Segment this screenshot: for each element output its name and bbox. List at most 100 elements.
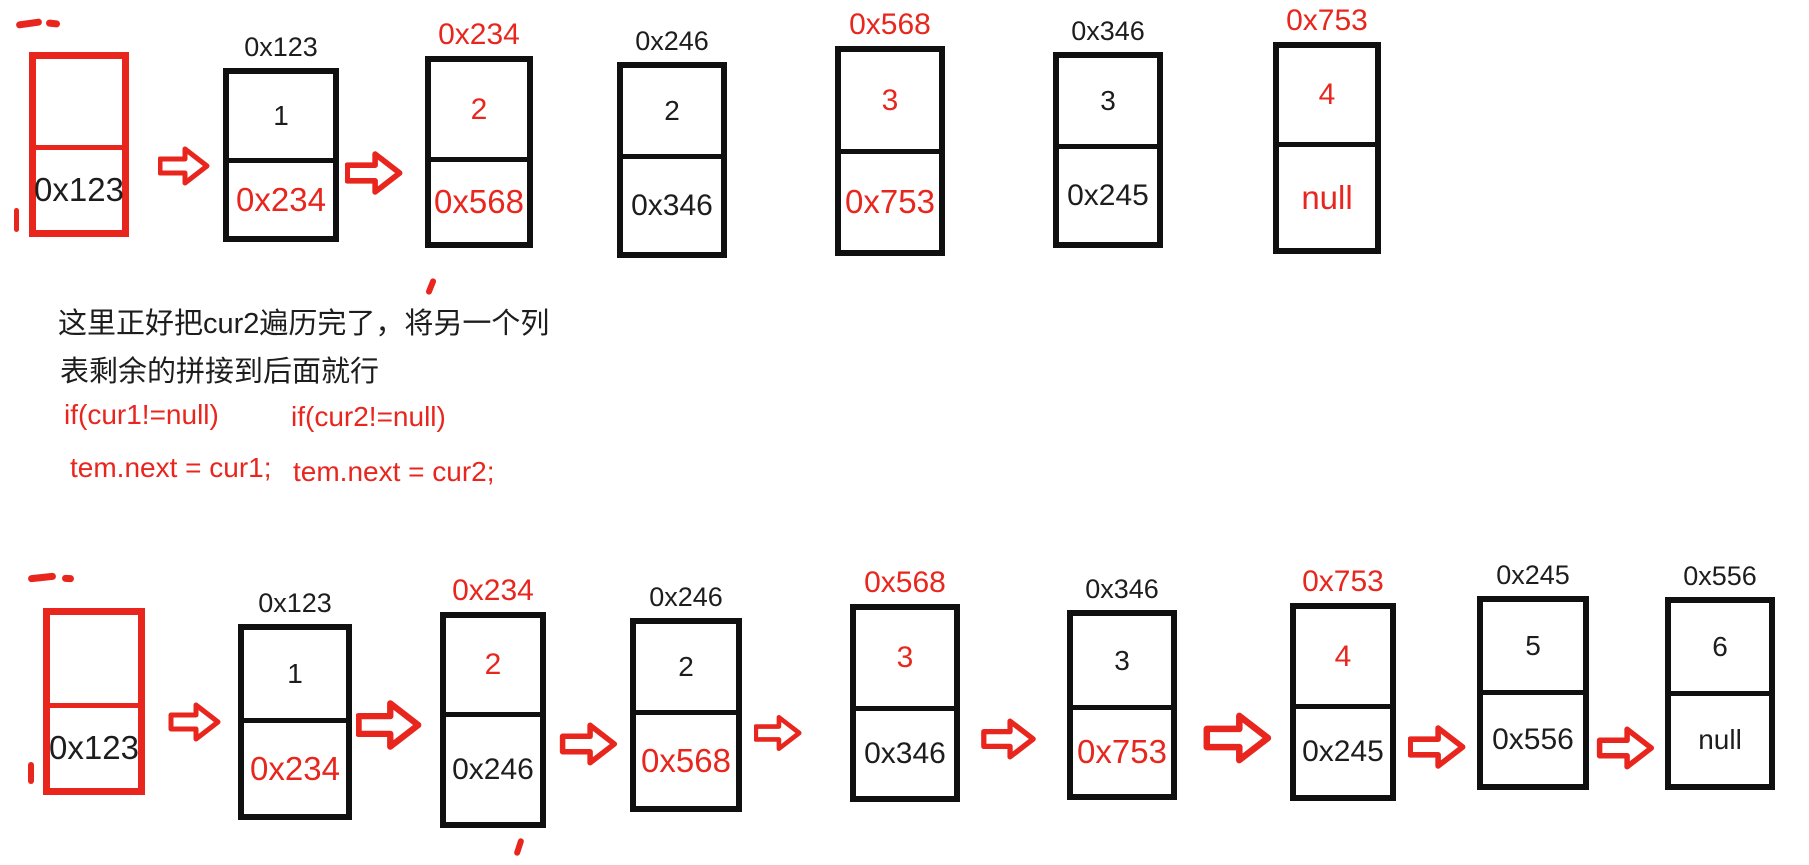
pen-tick xyxy=(28,762,34,784)
node-box: 3 0x245 xyxy=(1053,52,1163,248)
node-address: 0x246 xyxy=(649,582,723,612)
node-address: 0x234 xyxy=(438,18,520,51)
empty-cell xyxy=(36,59,122,145)
node-value: 3 xyxy=(881,83,899,117)
list-node: 0x246 2 0x346 xyxy=(617,26,727,258)
next-arrow-icon xyxy=(559,722,618,766)
list-node: 0x123 1 0x234 xyxy=(238,588,352,820)
node-box: 1 0x234 xyxy=(223,68,339,242)
node-box: 3 0x753 xyxy=(1067,610,1177,800)
node-value: 1 xyxy=(273,100,289,131)
next-arrow-icon xyxy=(356,700,422,750)
list-node: 0x246 2 0x568 xyxy=(630,582,742,812)
pointer-text: 0x123 xyxy=(49,729,139,766)
list-node: 0x234 2 0x246 xyxy=(440,576,546,828)
node-address: 0x346 xyxy=(1085,574,1159,604)
node-box: 0x123 xyxy=(43,608,145,795)
pointer-text: 0x123 xyxy=(34,171,124,208)
code-assign-cur2: tem.next = cur2; xyxy=(293,456,495,487)
node-next-pointer: 0x245 xyxy=(1302,735,1384,768)
pen-scribble xyxy=(45,19,61,28)
list-node: 0x753 4 null xyxy=(1273,6,1381,254)
node-box: 4 null xyxy=(1273,42,1381,254)
next-arrow-icon xyxy=(158,146,210,186)
node-next-pointer: 0x234 xyxy=(236,180,326,218)
node-next-pointer: null xyxy=(1698,724,1742,755)
node-next-pointer: 0x346 xyxy=(864,736,946,770)
node-value: 3 xyxy=(1114,644,1130,676)
node-address: 0x123 xyxy=(258,588,332,618)
node-address: 0x123 xyxy=(244,32,318,62)
next-arrow-icon xyxy=(345,151,403,195)
code-if-cur1: if(cur1!=null) xyxy=(64,399,219,430)
list-node: 0x123 1 0x234 xyxy=(223,32,339,242)
next-arrow-icon xyxy=(168,702,221,742)
node-address: 0x245 xyxy=(1496,560,1570,590)
node-box: 4 0x245 xyxy=(1290,603,1396,801)
node-next-pointer: 0x234 xyxy=(250,749,340,787)
node-address: 0x234 xyxy=(452,574,534,607)
node-value: 5 xyxy=(1525,630,1541,661)
node-value: 3 xyxy=(1100,85,1116,116)
list-node: 0x556 6 null xyxy=(1665,561,1775,790)
next-arrow-icon xyxy=(1596,726,1655,770)
list-node: 0x753 4 0x245 xyxy=(1290,567,1396,801)
list-node: 0x234 2 0x568 xyxy=(425,20,533,248)
node-value: 3 xyxy=(896,641,914,674)
node-address: 0x346 xyxy=(1071,16,1145,46)
list-node: 0x568 3 0x346 xyxy=(850,568,960,802)
pen-tick xyxy=(513,837,525,857)
node-value: 6 xyxy=(1712,631,1728,662)
node-address: 0x753 xyxy=(1286,4,1368,37)
head-pointer-box: 0x123 xyxy=(29,52,129,237)
pen-tick xyxy=(425,277,437,296)
next-arrow-icon xyxy=(754,715,802,751)
node-box: 3 0x753 xyxy=(835,46,945,256)
node-next-pointer: null xyxy=(1301,178,1353,216)
node-address: 0x568 xyxy=(849,8,931,41)
note-line-1: 这里正好把cur2遍历完了，将另一个列 xyxy=(58,308,550,340)
node-box: 2 0x568 xyxy=(425,56,533,248)
node-next-pointer: 0x556 xyxy=(1492,722,1574,756)
node-next-pointer: 0x245 xyxy=(1067,178,1149,212)
node-next-pointer: 0x568 xyxy=(641,741,731,779)
pen-scribble xyxy=(15,18,43,29)
node-next-pointer: 0x753 xyxy=(845,183,935,220)
note-line-2: 表剩余的拼接到后面就行 xyxy=(60,356,380,388)
empty-cell xyxy=(50,615,138,703)
node-box: 3 0x346 xyxy=(850,604,960,802)
node-value: 2 xyxy=(484,648,502,681)
pen-scribble xyxy=(61,574,75,583)
node-value: 4 xyxy=(1334,639,1352,673)
node-value: 1 xyxy=(287,658,303,689)
node-value: 2 xyxy=(470,92,488,126)
pen-scribble xyxy=(27,572,57,583)
code-assign-cur1: tem.next = cur1; xyxy=(70,452,272,483)
node-next-pointer: 0x246 xyxy=(452,752,534,786)
next-arrow-icon xyxy=(981,718,1036,760)
list-node: 0x346 3 0x753 xyxy=(1067,574,1177,800)
node-box: 2 0x568 xyxy=(630,618,742,812)
head-pointer-value: 0x123 xyxy=(34,145,124,230)
node-next-pointer: 0x753 xyxy=(1077,733,1167,770)
node-address: 0x246 xyxy=(635,26,709,56)
node-box: 5 0x556 xyxy=(1477,596,1589,790)
pen-tick xyxy=(14,208,19,232)
head-pointer-value: 0x123 xyxy=(49,703,139,788)
node-box: 2 0x246 xyxy=(440,612,546,828)
next-arrow-icon xyxy=(1408,725,1466,769)
node-next-pointer: 0x346 xyxy=(631,188,713,222)
head-pointer-box: 0x123 xyxy=(43,608,145,795)
next-arrow-icon xyxy=(1203,712,1272,764)
code-if-cur2: if(cur2!=null) xyxy=(291,401,446,432)
node-value: 4 xyxy=(1318,78,1336,111)
list-node: 0x245 5 0x556 xyxy=(1477,560,1589,790)
node-box: 1 0x234 xyxy=(238,624,352,820)
node-address: 0x556 xyxy=(1683,561,1757,591)
list-node: 0x568 3 0x753 xyxy=(835,10,945,256)
node-box: 6 null xyxy=(1665,597,1775,790)
node-address: 0x568 xyxy=(864,566,946,599)
node-value: 2 xyxy=(678,651,694,682)
node-address: 0x753 xyxy=(1302,565,1384,598)
